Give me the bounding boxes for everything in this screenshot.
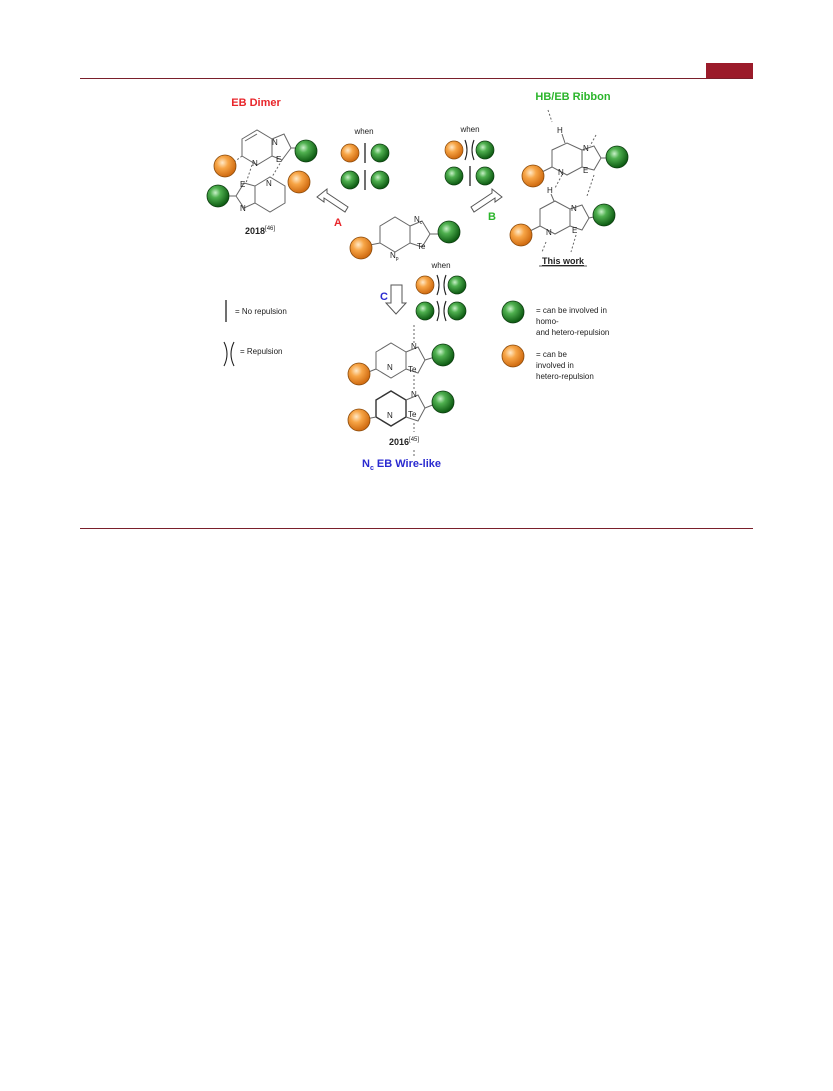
wire-atom-n2: N — [387, 363, 393, 372]
legend-orange-line1: = can be — [536, 350, 567, 359]
legend-orange-ball — [501, 344, 525, 368]
year-2016-label: 2016[45] — [389, 437, 419, 447]
legend-orange-line3: hetero-repulsion — [536, 372, 594, 381]
legend-repulsion-text: = Repulsion — [240, 347, 282, 356]
legend-repulsion-brackets — [223, 341, 235, 367]
eb-dimer-structure — [226, 129, 298, 213]
orange-substituent-ball — [213, 154, 237, 178]
wire-atom-te2: Te — [408, 410, 417, 419]
green-substituent-ball — [431, 343, 455, 367]
dimer-atom-n2: N — [252, 159, 258, 168]
atom-np: Np — [390, 251, 399, 262]
svg-text:Nc EB Wire-like: Nc EB Wire-like — [362, 458, 441, 472]
legend-green-line3: and hetero-repulsion — [536, 328, 609, 337]
orange-ball — [340, 143, 360, 163]
wire-atom-n4: N — [387, 411, 393, 420]
green-ball — [475, 140, 495, 160]
ribbon-atom-e2: E — [572, 226, 577, 235]
ribbon-atom-n2: N — [558, 168, 564, 177]
dimer-atom-e2: E — [240, 180, 245, 189]
svg-text:2018[46]: 2018[46] — [245, 226, 275, 236]
svg-text:Np: Np — [390, 251, 399, 262]
when-label-c: when — [430, 261, 450, 270]
orange-substituent-ball — [349, 236, 373, 260]
green-substituent-ball — [431, 390, 455, 414]
this-work-label: This work — [542, 256, 585, 266]
hb-eb-ribbon-title: HB/EB Ribbon — [535, 91, 610, 103]
wire-like-structure — [365, 325, 436, 458]
ribbon-atom-n3: N — [571, 204, 577, 213]
arrow-a — [316, 187, 349, 213]
green-ball — [447, 301, 467, 321]
top-rule — [80, 78, 753, 79]
arrow-b — [470, 187, 503, 213]
orange-substituent-ball — [287, 170, 311, 194]
green-substituent-ball — [437, 220, 461, 244]
legend-green-line2: homo- — [536, 317, 559, 326]
arrow-a-label: A — [334, 217, 342, 229]
when-label-a: when — [353, 127, 373, 136]
svg-text:2016[45]: 2016[45] — [389, 437, 419, 447]
repulsion-brackets — [464, 139, 475, 161]
green-ball — [340, 170, 360, 190]
dimer-atom-n3: N — [266, 179, 272, 188]
eb-dimer-title: EB Dimer — [231, 97, 281, 109]
dimer-atom-n4: N — [240, 204, 246, 213]
green-ball — [415, 301, 435, 321]
legend-green-line1: = can be involved in — [536, 306, 607, 315]
green-ball — [444, 166, 464, 186]
svg-text:Nc: Nc — [414, 215, 423, 226]
green-ball — [447, 275, 467, 295]
green-ball — [370, 143, 390, 163]
repulsion-brackets — [436, 274, 447, 296]
orange-ball — [444, 140, 464, 160]
ribbon-atom-e1: E — [583, 166, 588, 175]
wire-like-title: Nc EB Wire-like — [362, 458, 441, 472]
orange-substituent-ball — [347, 408, 371, 432]
central-molecule-structure — [369, 216, 440, 253]
atom-te-central: Te — [417, 242, 426, 251]
green-ball — [370, 170, 390, 190]
orange-substituent-ball — [347, 362, 371, 386]
ribbon-atom-h1: H — [557, 126, 563, 135]
orange-substituent-ball — [521, 164, 545, 188]
header-tab — [706, 63, 753, 78]
year-2018-label: 2018[46] — [245, 226, 275, 236]
legend-green-ball — [501, 300, 525, 324]
green-substituent-ball — [605, 145, 629, 169]
dimer-atom-e1: E — [276, 155, 281, 164]
orange-ball — [415, 275, 435, 295]
dimer-atom-n1: N — [272, 138, 278, 147]
arrow-c — [384, 284, 408, 315]
orange-substituent-ball — [509, 223, 533, 247]
legend-orange-line2: involved in — [536, 361, 574, 370]
arrow-b-label: B — [488, 211, 496, 223]
wire-atom-n3: N — [411, 390, 417, 399]
legend-no-repulsion-text: = No repulsion — [235, 307, 287, 316]
atom-nc: Nc — [414, 215, 423, 226]
green-ball — [475, 166, 495, 186]
wire-atom-te1: Te — [408, 365, 417, 374]
wire-atom-n1: N — [411, 342, 417, 351]
ribbon-atom-n4: N — [546, 228, 552, 237]
green-substituent-ball — [592, 203, 616, 227]
arrow-c-label: C — [380, 291, 388, 303]
ribbon-atom-n1: N — [583, 144, 589, 153]
ribbon-atom-h2: H — [547, 186, 553, 195]
green-substituent-ball — [294, 139, 318, 163]
repulsion-brackets — [436, 300, 447, 322]
bottom-rule — [80, 528, 753, 529]
when-label-b: when — [459, 125, 479, 134]
green-substituent-ball — [206, 184, 230, 208]
